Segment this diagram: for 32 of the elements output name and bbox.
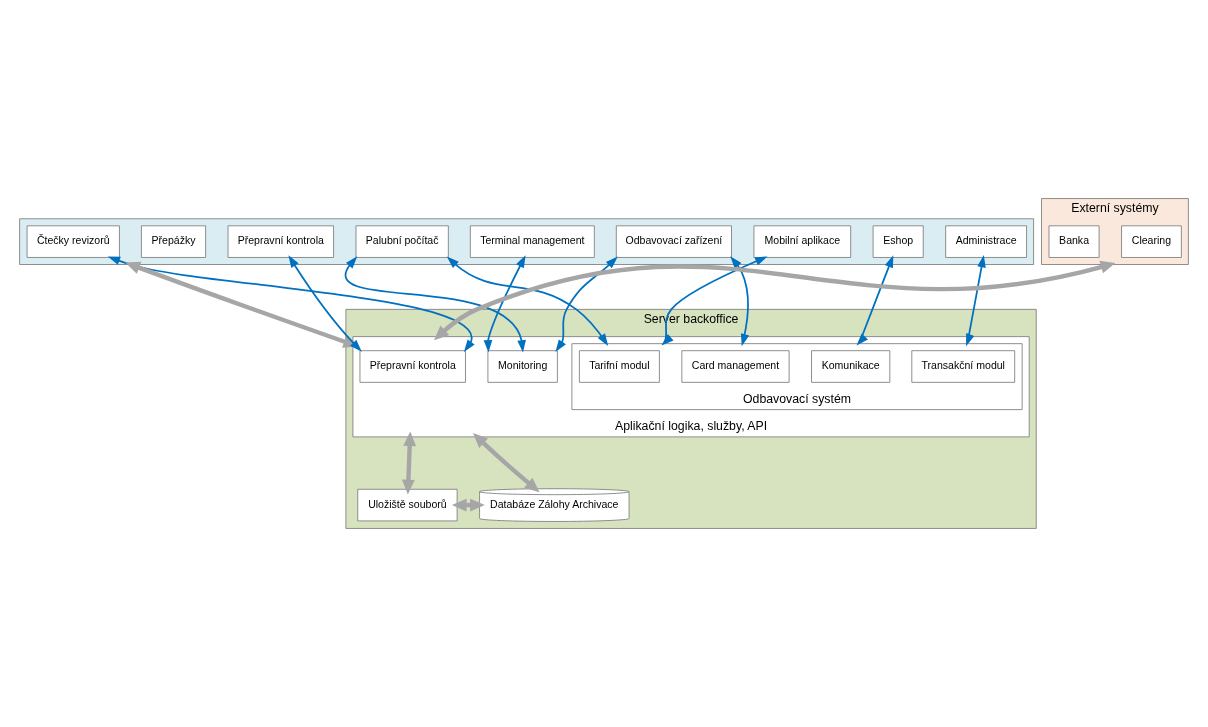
node-box: Card management bbox=[681, 350, 790, 383]
arrow bbox=[966, 255, 986, 347]
node-box: Eshop bbox=[872, 225, 924, 258]
arrow bbox=[434, 260, 1116, 341]
node-box: Terminal management bbox=[469, 225, 595, 258]
arrow bbox=[730, 256, 750, 347]
node-box: Mobilní aplikace bbox=[753, 225, 852, 258]
node-box: Palubní počítač bbox=[355, 225, 449, 258]
node-box: Administrace bbox=[945, 225, 1027, 258]
node-box: Uložiště souborů bbox=[357, 488, 458, 522]
arrow bbox=[451, 498, 485, 512]
arrow bbox=[661, 256, 768, 346]
node-box: Přepážky bbox=[141, 225, 207, 258]
arrow bbox=[472, 433, 540, 493]
node-box: Odbavovací zařízení bbox=[615, 225, 732, 258]
arrow bbox=[555, 256, 618, 353]
arrow bbox=[288, 255, 362, 352]
arrow bbox=[401, 431, 417, 495]
node-box: Čtečky revizorů bbox=[26, 225, 120, 258]
node-box: Monitoring bbox=[487, 350, 558, 383]
node-box: Přepravní kontrola bbox=[359, 350, 466, 383]
arrow bbox=[483, 255, 526, 353]
node-box: Clearing bbox=[1121, 225, 1182, 258]
node-box: Banka bbox=[1048, 225, 1100, 258]
arrow bbox=[856, 255, 894, 346]
arrow bbox=[107, 256, 475, 352]
arrow bbox=[446, 256, 609, 346]
arrow bbox=[344, 256, 526, 353]
node-box: Komunikace bbox=[811, 350, 891, 383]
node-box: Tarifní modul bbox=[578, 350, 660, 383]
node-box: Transakční modul bbox=[911, 350, 1016, 383]
node-box: Přepravní kontrola bbox=[227, 225, 334, 258]
